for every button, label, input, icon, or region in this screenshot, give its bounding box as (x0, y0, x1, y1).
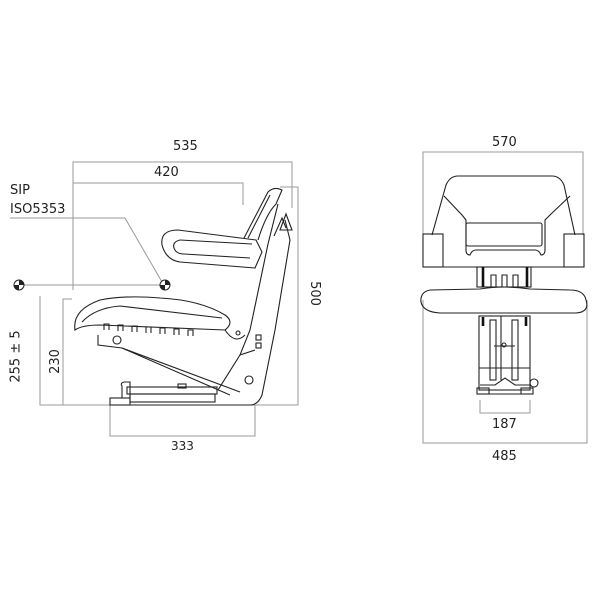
dimension-backrest-width: 570 (492, 135, 517, 150)
reference-marker-icon (159, 279, 171, 291)
iso-standard-label: ISO5353 (10, 202, 66, 217)
dimension-rail-width: 187 (492, 417, 517, 432)
front-view-dimensions (422, 151, 588, 444)
side-view-seat (74, 187, 293, 406)
dimension-overall-depth: 535 (173, 139, 198, 154)
dimension-seat-height: 230 (47, 349, 63, 374)
front-view-seat (420, 175, 588, 395)
sip-label: SIP (10, 183, 30, 198)
dimension-base-length: 333 (171, 439, 194, 453)
dimension-seat-height-range: 255 ± 5 (8, 330, 24, 383)
dimension-cushion-width: 485 (492, 449, 517, 464)
dimension-height: 500 (306, 281, 322, 306)
dimension-backrest-depth: 420 (154, 165, 179, 180)
sip-marker-icon (13, 279, 25, 291)
side-view-dimensions (10, 161, 299, 437)
